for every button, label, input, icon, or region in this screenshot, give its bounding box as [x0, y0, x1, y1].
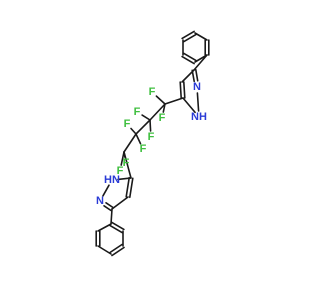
bond-c3-f3b	[130, 127, 137, 135]
bond-p2f-p2a	[97, 223, 112, 232]
bonds-layer	[95, 30, 210, 257]
bond-r2c4-r2c5-line2	[129, 177, 134, 199]
bond-r1n1-r1c5	[182, 97, 196, 114]
bond-p2c-p2d-line1	[111, 246, 125, 257]
bond-c2-c3	[135, 119, 151, 135]
atom-label-r2n1: HN	[104, 174, 120, 186]
atom-label-f2a: F	[134, 106, 141, 118]
bond-p2d-p2e	[97, 245, 112, 255]
bond-r1c5-c1	[164, 97, 184, 105]
bond-c2-f2b	[149, 119, 152, 132]
bond-p1d-r1c3	[193, 54, 208, 71]
bond-r2n2-r2c3-line1	[105, 202, 114, 209]
atom-label-f2b: F	[148, 131, 155, 143]
bond-r1c4-r1c3	[181, 69, 195, 83]
bond-c1-f1b	[155, 95, 166, 105]
atom-label-f1a: F	[159, 112, 166, 124]
bond-c2-f2a	[141, 114, 151, 121]
bond-c3-f3a	[135, 133, 142, 145]
atom-label-f4a: F	[123, 157, 130, 169]
atom-label-r1n2: N	[193, 81, 201, 93]
atom-label-f3a: F	[140, 143, 147, 155]
bond-p2a-p2b-line2	[109, 224, 123, 234]
bond-r2n2-r2c3-line2	[103, 205, 112, 212]
bond-p1b-p1c	[194, 32, 208, 41]
bond-c3-c4	[123, 133, 137, 153]
bond-c1-c2	[149, 103, 166, 121]
bond-r2n1-r2n2	[102, 184, 110, 197]
atom-label-r1n1: NH	[191, 111, 207, 123]
bond-r1n2-r1n1	[196, 92, 200, 112]
atom-label-r2n2: N	[96, 195, 104, 207]
bond-r2c3-p2a	[110, 208, 113, 225]
bond-r1c5-r1c4-line1	[179, 81, 182, 99]
bond-r2c4-r2c5-line1	[125, 176, 130, 198]
atom-label-f3b: F	[124, 118, 131, 130]
bond-r1c3-r1n2-line1	[195, 68, 199, 82]
bond-c4-f4b	[120, 151, 125, 166]
atom-label-f4b: F	[117, 165, 124, 177]
bond-r2c3-r2c4	[111, 196, 129, 210]
bond-p2c-p2d-line2	[109, 243, 123, 254]
bond-p1e-p1f-line1	[181, 55, 195, 65]
atom-label-f1b: F	[149, 86, 156, 98]
bond-p1a-p1b-line2	[183, 33, 197, 43]
bond-p2a-p2b-line1	[111, 221, 125, 231]
bond-r1c5-r1c4-line2	[183, 81, 186, 99]
bond-p1e-p1f-line2	[183, 52, 197, 62]
bond-p1a-p1b-line1	[181, 30, 195, 40]
bond-c1-f1a	[162, 103, 166, 113]
bond-c4-r2c5	[123, 151, 132, 179]
